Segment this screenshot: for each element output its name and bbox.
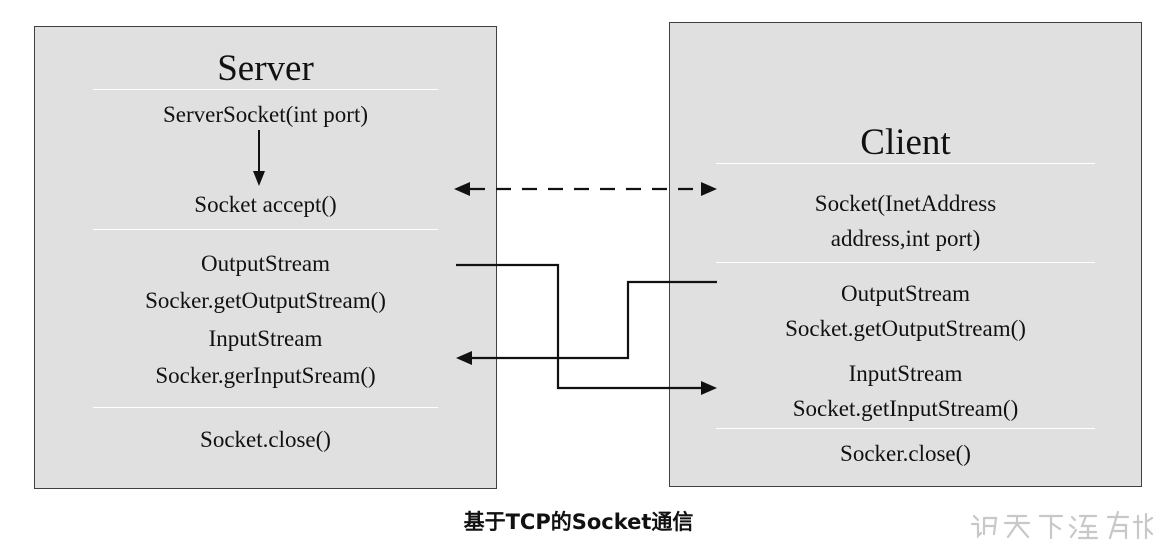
client-box: Client Socket(InetAddress address,int po…: [669, 22, 1142, 487]
client-to-server-stream-arrow: [456, 280, 717, 365]
client-divider-3: [716, 428, 1095, 429]
client-title: Client: [860, 122, 951, 163]
diagram-caption: 基于TCP的Socket通信: [463, 510, 694, 534]
server-input-stream-type: InputStream: [208, 326, 323, 351]
server-title: Server: [217, 48, 314, 89]
server-output-stream-type: OutputStream: [200, 251, 331, 276]
server-divider-2: [93, 229, 438, 230]
connection-dashed-arrow: [454, 182, 717, 196]
client-input-stream-call: Socket.getInputStream(): [792, 396, 1019, 421]
server-close-call: Socket.close(): [200, 427, 331, 452]
server-to-client-stream-arrow: [456, 263, 717, 395]
client-close-call: Socker.close(): [840, 441, 971, 466]
server-accept-call: Socket accept(): [194, 192, 337, 217]
client-socket-constructor-line-1: Socket(InetAddress: [814, 191, 997, 216]
client-divider-2: [716, 262, 1095, 263]
client-output-stream-type: OutputStream: [840, 281, 971, 306]
server-divider-1: [93, 89, 438, 90]
server-flow-arrow: [253, 130, 265, 186]
client-divider-1: [716, 163, 1095, 164]
client-input-stream-type: InputStream: [848, 361, 963, 386]
client-output-stream-call: Socket.getOutputStream(): [785, 316, 1026, 341]
server-output-stream-call: Socker.getOutputStream(): [145, 288, 386, 313]
watermark-logo-icon: [970, 510, 1153, 540]
server-socket-constructor: ServerSocket(int port): [162, 102, 369, 127]
server-divider-3: [93, 407, 438, 408]
server-input-stream-call: Socker.gerInputSream(): [155, 363, 376, 388]
client-socket-constructor-line-2: address,int port): [830, 226, 981, 251]
server-box: Server ServerSocket(int port) Socket acc…: [34, 26, 497, 489]
